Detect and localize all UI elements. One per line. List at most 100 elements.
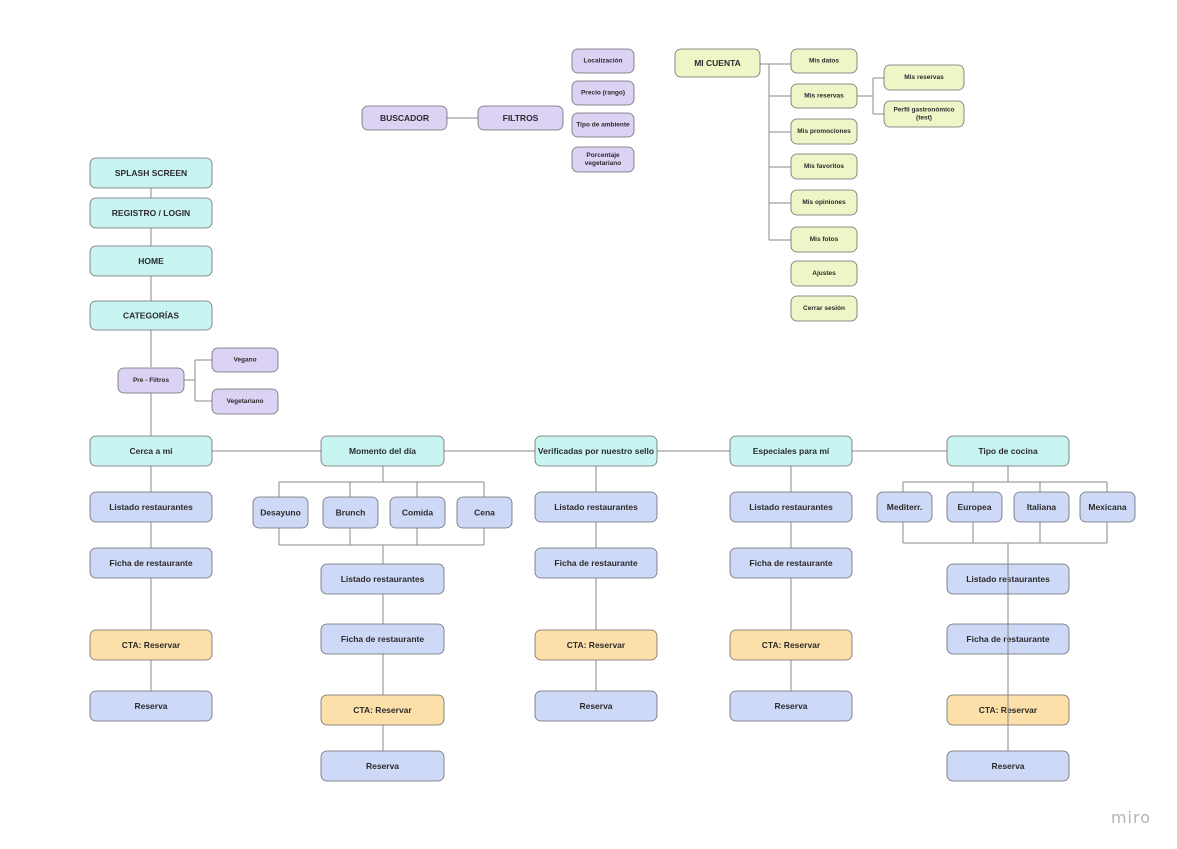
cat-tipo-cocina[interactable]: Tipo de cocina	[946, 435, 1070, 467]
submenu-perfil-gastronomico-label: (test)	[916, 115, 932, 122]
listado-restaurantes-2[interactable]: Listado restaurantes	[320, 563, 445, 595]
momento-brunch[interactable]: Brunch	[322, 496, 379, 529]
ficha-restaurante-1[interactable]: Ficha de restaurante	[89, 547, 213, 579]
reserva-5-label: Reserva	[991, 761, 1024, 771]
buscador-node[interactable]: BUSCADOR	[361, 105, 448, 131]
menu-ajustes[interactable]: Ajustes	[790, 260, 858, 287]
menu-mis-favoritos-box	[790, 153, 858, 180]
cta-reservar-2-label: CTA: Reservar	[353, 705, 412, 715]
reserva-4-label: Reserva	[774, 701, 807, 711]
cat-verificadas-label: Verificadas por nuestro sello	[538, 446, 654, 456]
ficha-restaurante-2-box	[320, 623, 445, 655]
menu-mis-fotos[interactable]: Mis fotos	[790, 226, 858, 253]
categorias-node[interactable]: CATEGORÍAS	[89, 300, 213, 331]
menu-mis-promociones[interactable]: Mis promociones	[790, 118, 858, 145]
cta-reservar-2[interactable]: CTA: Reservar	[320, 694, 445, 726]
cocina-mexicana[interactable]: Mexicana	[1079, 491, 1136, 523]
vegano-node-label: Vegano	[233, 357, 256, 364]
menu-cerrar-sesion-box	[790, 295, 858, 322]
cta-reservar-2-box	[320, 694, 445, 726]
miro-logo: miro	[1110, 808, 1151, 827]
menu-mis-reservas[interactable]: Mis reservas	[790, 83, 858, 109]
momento-desayuno[interactable]: Desayuno	[252, 496, 309, 529]
filter-precio[interactable]: Precio (rango)	[571, 80, 635, 106]
vegetariano-node[interactable]: Vegetariano	[211, 388, 279, 415]
filter-localizacion[interactable]: Localización	[571, 48, 635, 74]
submenu-perfil-gastronomico[interactable]: Perfil gastronómico(test)	[883, 100, 965, 128]
listado-restaurantes-1[interactable]: Listado restaurantes	[89, 491, 213, 523]
menu-mis-favoritos[interactable]: Mis favoritos	[790, 153, 858, 180]
vegano-node[interactable]: Vegano	[211, 347, 279, 373]
mi-cuenta-node[interactable]: MI CUENTA	[674, 48, 761, 78]
cocina-mediterr-label: Mediterr.	[887, 502, 922, 512]
momento-cena-label: Cena	[474, 508, 495, 518]
pre-filtros-node-box	[117, 367, 185, 394]
cat-cerca-a-mi[interactable]: Cerca a mí	[89, 435, 213, 467]
cocina-mediterr[interactable]: Mediterr.	[876, 491, 933, 523]
menu-ajustes-label: Ajustes	[812, 270, 836, 277]
listado-restaurantes-4[interactable]: Listado restaurantes	[729, 491, 853, 523]
registro-login-node-label: REGISTRO / LOGIN	[112, 208, 190, 218]
cta-reservar-4-box	[729, 629, 853, 661]
ficha-restaurante-3[interactable]: Ficha de restaurante	[534, 547, 658, 579]
splash-screen-node[interactable]: SPLASH SCREEN	[89, 157, 213, 189]
submenu-mis-reservas[interactable]: Mis reservas	[883, 64, 965, 91]
momento-cena[interactable]: Cena	[456, 496, 513, 529]
ficha-restaurante-4[interactable]: Ficha de restaurante	[729, 547, 853, 579]
home-node[interactable]: HOME	[89, 245, 213, 277]
listado-restaurantes-4-box	[729, 491, 853, 523]
cat-momento-del-dia-box	[320, 435, 445, 467]
cat-momento-del-dia[interactable]: Momento del día	[320, 435, 445, 467]
pre-filtros-node[interactable]: Pre - Filtros	[117, 367, 185, 394]
cta-reservar-3[interactable]: CTA: Reservar	[534, 629, 658, 661]
momento-comida-box	[389, 496, 446, 529]
reserva-3-label: Reserva	[579, 701, 612, 711]
cta-reservar-4[interactable]: CTA: Reservar	[729, 629, 853, 661]
cta-reservar-3-box	[534, 629, 658, 661]
cta-reservar-1[interactable]: CTA: Reservar	[89, 629, 213, 661]
cocina-italiana-box	[1013, 491, 1070, 523]
cat-tipo-cocina-box	[946, 435, 1070, 467]
registro-login-node[interactable]: REGISTRO / LOGIN	[89, 197, 213, 229]
ficha-restaurante-4-box	[729, 547, 853, 579]
listado-restaurantes-3-box	[534, 491, 658, 523]
filter-ambiente[interactable]: Tipo de ambiente	[571, 112, 635, 138]
filter-ambiente-box	[571, 112, 635, 138]
momento-brunch-label: Brunch	[336, 508, 366, 518]
reserva-5[interactable]: Reserva	[946, 750, 1070, 782]
cta-reservar-1-label: CTA: Reservar	[122, 640, 181, 650]
cocina-europea[interactable]: Europea	[946, 491, 1003, 523]
filter-ambiente-label: Tipo de ambiente	[576, 122, 630, 129]
menu-cerrar-sesion[interactable]: Cerrar sesión	[790, 295, 858, 322]
mi-cuenta-node-label: MI CUENTA	[694, 58, 741, 68]
filtros-node[interactable]: FILTROS	[477, 105, 564, 131]
cat-verificadas[interactable]: Verificadas por nuestro sello	[534, 435, 658, 467]
buscador-node-label: BUSCADOR	[380, 113, 429, 123]
listado-restaurantes-2-label: Listado restaurantes	[341, 574, 425, 584]
reserva-4[interactable]: Reserva	[729, 690, 853, 722]
menu-ajustes-box	[790, 260, 858, 287]
cat-especiales[interactable]: Especiales para mí	[729, 435, 853, 467]
splash-screen-node-label: SPLASH SCREEN	[115, 168, 187, 178]
cocina-italiana[interactable]: Italiana	[1013, 491, 1070, 523]
menu-mis-opiniones-label: Mis opiniones	[802, 199, 846, 206]
cocina-italiana-label: Italiana	[1027, 502, 1057, 512]
menu-mis-fotos-label: Mis fotos	[810, 236, 839, 243]
reserva-3[interactable]: Reserva	[534, 690, 658, 722]
menu-mis-datos-box	[790, 48, 858, 74]
momento-comida[interactable]: Comida	[389, 496, 446, 529]
ficha-restaurante-2[interactable]: Ficha de restaurante	[320, 623, 445, 655]
menu-cerrar-sesion-label: Cerrar sesión	[803, 305, 845, 312]
menu-mis-datos[interactable]: Mis datos	[790, 48, 858, 74]
cat-verificadas-box	[534, 435, 658, 467]
cat-cerca-a-mi-box	[89, 435, 213, 467]
reserva-1[interactable]: Reserva	[89, 690, 213, 722]
reserva-2[interactable]: Reserva	[320, 750, 445, 782]
listado-restaurantes-3[interactable]: Listado restaurantes	[534, 491, 658, 523]
cat-tipo-cocina-label: Tipo de cocina	[978, 446, 1038, 456]
listado-restaurantes-1-label: Listado restaurantes	[109, 502, 193, 512]
menu-mis-opiniones[interactable]: Mis opiniones	[790, 189, 858, 216]
menu-mis-promociones-box	[790, 118, 858, 145]
